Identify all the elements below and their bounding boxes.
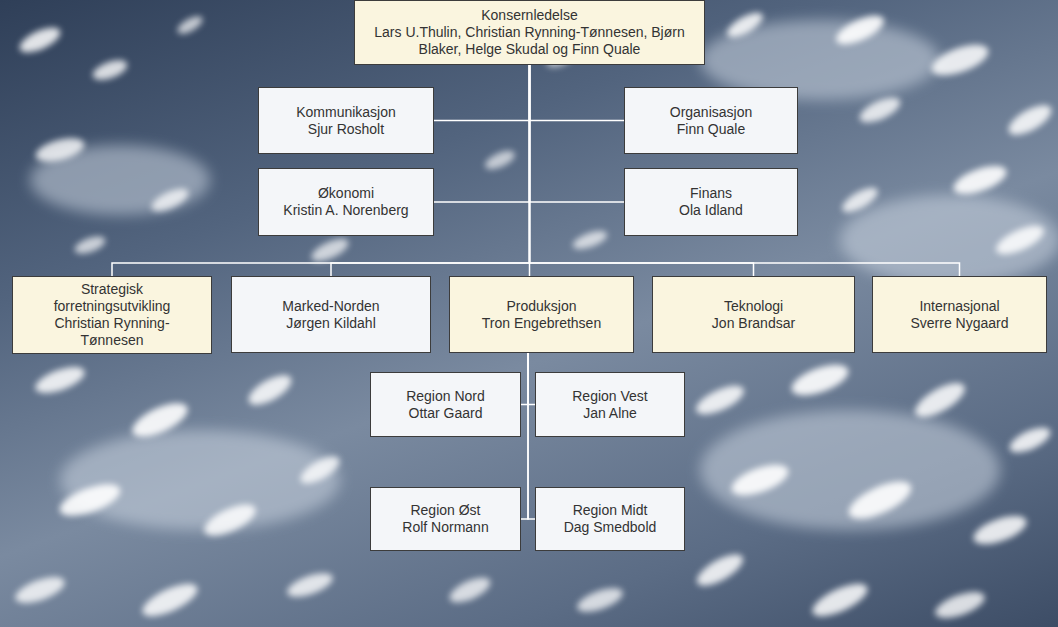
connector-line	[434, 65, 530, 121]
person-name: Rolf Normann	[402, 519, 488, 536]
org-box: KonsernledelseLars U.Thulin, Christian R…	[354, 0, 705, 65]
org-box: FinansOla Idland	[624, 168, 798, 236]
org-box: Strategisk forretningsutviklingChristian…	[12, 276, 212, 354]
org-box: Region MidtDag Smedbold	[535, 487, 685, 551]
org-box: Marked-NordenJørgen Kildahl	[231, 276, 431, 353]
connector-line	[530, 65, 960, 276]
unit-name: Internasjonal	[919, 298, 999, 315]
unit-name: Marked-Norden	[282, 298, 379, 315]
person-name: Lars U.Thulin, Christian Rynning-Tønnese…	[365, 24, 694, 58]
person-name: Sjur Rosholt	[308, 121, 384, 138]
unit-name: Strategisk forretningsutvikling	[37, 281, 187, 315]
org-box: OrganisasjonFinn Quale	[624, 87, 798, 154]
person-name: Christian Rynning-Tønnesen	[37, 315, 187, 349]
unit-name: Kommunikasjon	[296, 104, 396, 121]
connector-line	[434, 65, 530, 202]
connector-line	[530, 65, 625, 121]
connector-line	[528, 353, 535, 405]
person-name: Ottar Gaard	[409, 405, 483, 422]
unit-name: Region Nord	[406, 388, 485, 405]
person-name: Jørgen Kildahl	[286, 315, 376, 332]
person-name: Sverre Nygaard	[910, 315, 1008, 332]
unit-name: Teknologi	[724, 298, 783, 315]
connector-line	[528, 353, 535, 519]
person-name: Ola Idland	[679, 202, 743, 219]
org-box: ØkonomiKristin A. Norenberg	[258, 168, 434, 236]
org-box: ProduksjonTron Engebrethsen	[449, 276, 634, 353]
org-box: InternasjonalSverre Nygaard	[872, 276, 1047, 353]
unit-name: Region Vest	[572, 388, 648, 405]
person-name: Jon Brandsar	[712, 315, 795, 332]
person-name: Finn Quale	[677, 121, 745, 138]
unit-name: Finans	[690, 185, 732, 202]
person-name: Jan Alne	[583, 405, 637, 422]
org-box: KommunikasjonSjur Rosholt	[258, 87, 434, 154]
org-box: Region NordOttar Gaard	[370, 372, 521, 437]
person-name: Tron Engebrethsen	[482, 315, 601, 332]
person-name: Kristin A. Norenberg	[283, 202, 408, 219]
org-box: TeknologiJon Brandsar	[652, 276, 855, 353]
connector-line	[112, 65, 530, 276]
unit-name: Produksjon	[506, 298, 576, 315]
person-name: Dag Smedbold	[564, 519, 657, 536]
unit-name: Region Øst	[410, 502, 480, 519]
org-box: Region VestJan Alne	[535, 372, 685, 437]
connector-line	[530, 65, 625, 202]
connector-line	[521, 353, 528, 405]
unit-name: Konsernledelse	[481, 7, 578, 24]
unit-name: Region Midt	[573, 502, 648, 519]
connector-line	[521, 353, 528, 519]
unit-name: Økonomi	[318, 185, 374, 202]
org-box: Region ØstRolf Normann	[370, 487, 521, 551]
unit-name: Organisasjon	[670, 104, 753, 121]
